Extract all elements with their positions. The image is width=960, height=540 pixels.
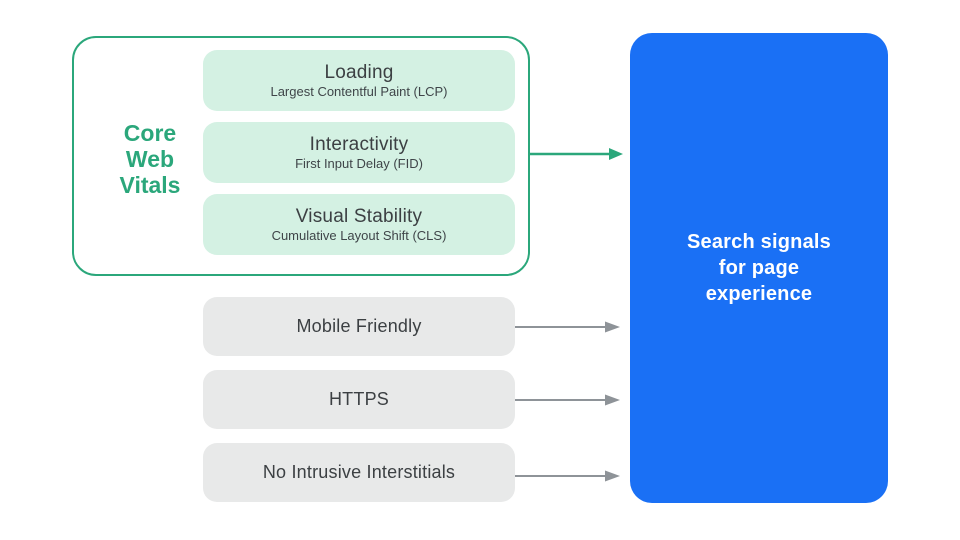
result-text-line: for page — [718, 257, 800, 279]
result-text-line: Search signals — [687, 231, 831, 253]
search-signals-result-box: Search signals for page experience — [630, 33, 888, 503]
core-web-vitals-label-line: Core — [123, 120, 177, 146]
signal-box-no-intrusive-interstitials: No Intrusive Interstitials — [203, 443, 515, 502]
no-intrusive-interstitials-arrow-right-icon — [515, 470, 620, 482]
signal-label: HTTPS — [328, 389, 389, 409]
https-arrow-right-icon — [515, 394, 620, 406]
core-web-vitals-arrow-right-icon — [528, 148, 623, 160]
metric-box-visual-stability: Visual Stability Cumulative Layout Shift… — [203, 194, 515, 255]
metric-title: Visual Stability — [295, 206, 423, 227]
signal-box-https: HTTPS — [203, 370, 515, 429]
metric-subtitle: Largest Contentful Paint (LCP) — [270, 84, 448, 99]
result-text-line: experience — [705, 283, 813, 305]
signal-label: No Intrusive Interstitials — [262, 462, 456, 482]
signal-box-mobile-friendly: Mobile Friendly — [203, 297, 515, 356]
mobile-friendly-arrow-right-icon — [515, 321, 620, 333]
core-web-vitals-label: Core Web Vitals — [93, 120, 207, 198]
metric-subtitle: First Input Delay (FID) — [295, 156, 423, 171]
core-web-vitals-label-line: Vitals — [119, 172, 181, 198]
signal-label: Mobile Friendly — [296, 316, 422, 336]
metric-title: Interactivity — [309, 134, 409, 155]
core-web-vitals-label-line: Web — [125, 146, 175, 172]
metric-box-interactivity: Interactivity First Input Delay (FID) — [203, 122, 515, 183]
metric-subtitle: Cumulative Layout Shift (CLS) — [271, 228, 447, 243]
metric-title: Loading — [324, 62, 394, 83]
metric-box-loading: Loading Largest Contentful Paint (LCP) — [203, 50, 515, 111]
